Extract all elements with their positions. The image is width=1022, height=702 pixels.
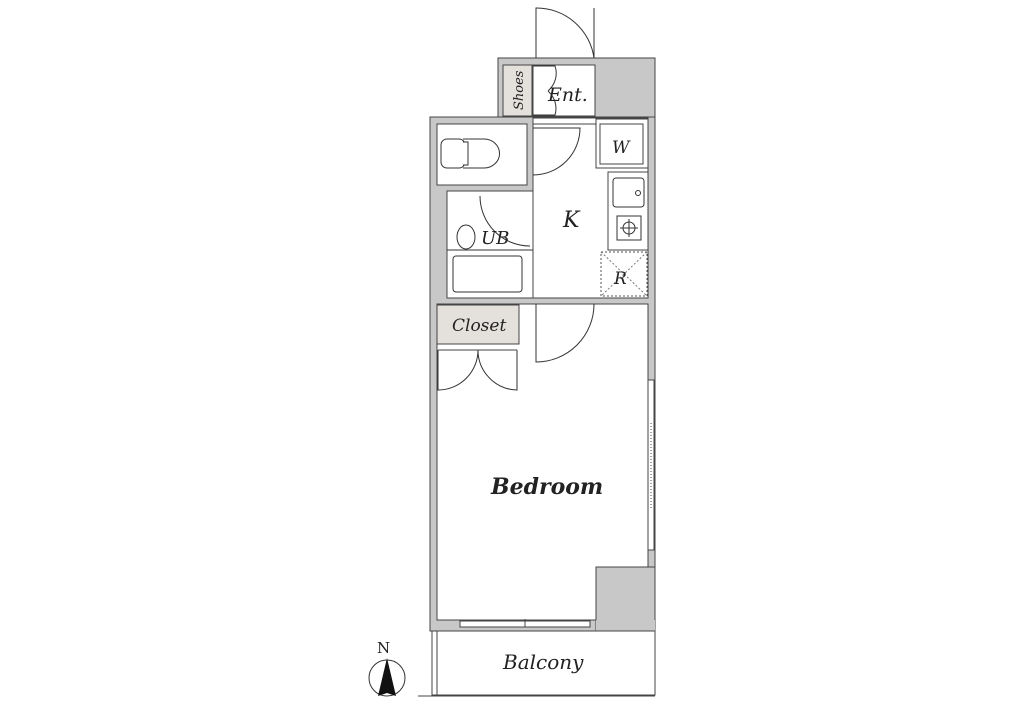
unit-bath-label: UB <box>481 228 509 249</box>
toilet-door[interactable] <box>532 127 581 176</box>
compass-arrow-icon <box>378 658 396 696</box>
balcony-label: Balcony <box>502 650 584 674</box>
kitchen-sink-icon <box>612 177 645 208</box>
closet <box>436 304 520 345</box>
bedroom-door[interactable] <box>535 303 595 363</box>
refrigerator-label: R <box>613 269 627 289</box>
bedroom-window[interactable] <box>647 379 655 551</box>
kitchen-label: K <box>562 208 581 233</box>
entrance-door[interactable] <box>535 7 595 59</box>
balcony-sliding-door[interactable] <box>459 619 591 628</box>
bedroom-label: Bedroom <box>490 474 603 500</box>
shoes-label: Shoes <box>512 70 527 110</box>
washer-space <box>595 118 649 169</box>
sink-bowl-icon <box>456 224 476 250</box>
washer-label: W <box>612 138 631 158</box>
closet-label: Closet <box>452 316 506 336</box>
entrance-area <box>532 64 596 117</box>
north-compass: N <box>368 639 406 697</box>
refrigerator-space: R <box>600 251 648 297</box>
shoes-storage <box>502 64 533 117</box>
bathtub-icon <box>452 255 523 293</box>
compass-north-label: N <box>377 639 390 657</box>
balcony <box>431 630 656 696</box>
entrance-label: Ent. <box>547 84 588 106</box>
toilet-icon <box>440 138 500 169</box>
